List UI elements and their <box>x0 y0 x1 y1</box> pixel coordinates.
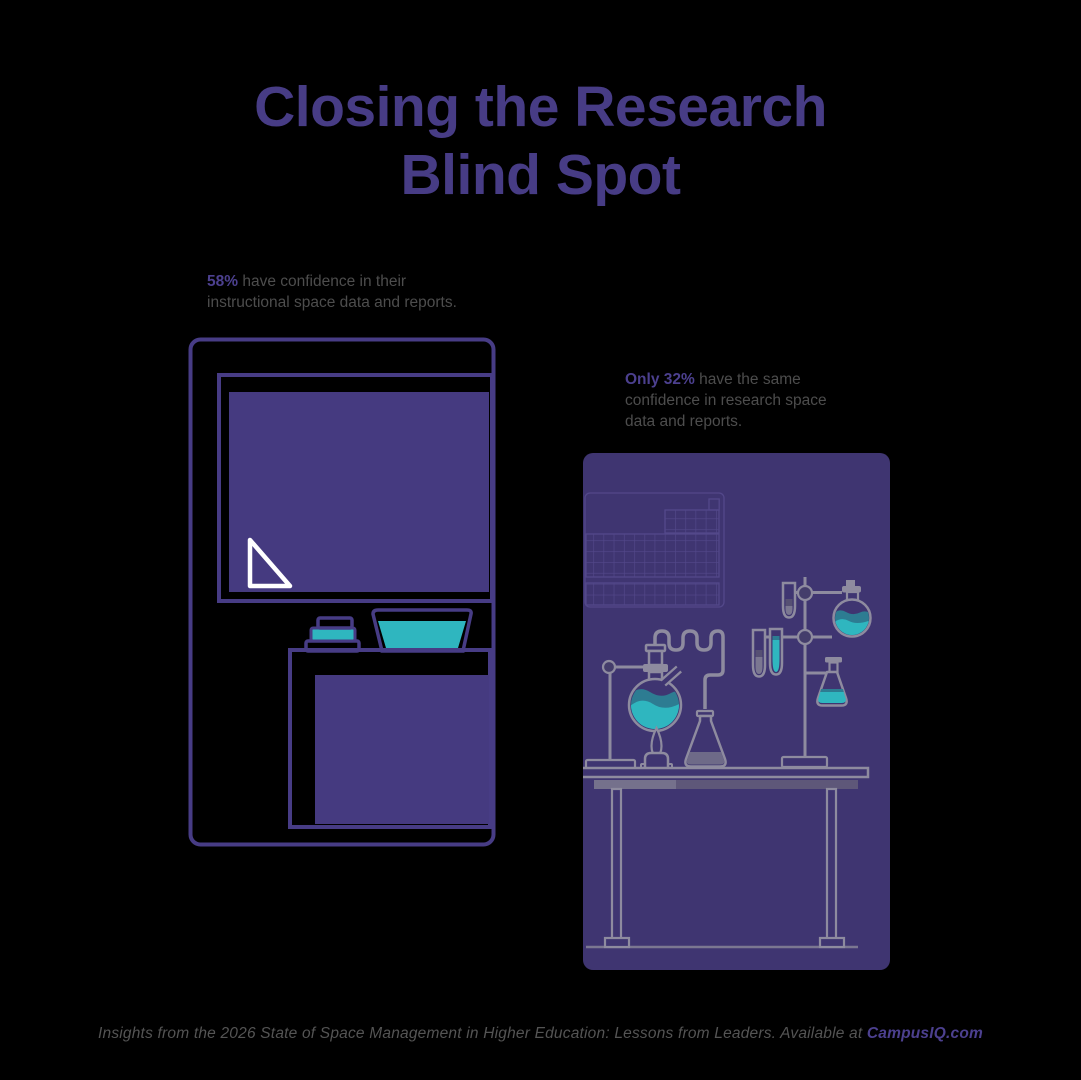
lab-stand <box>751 577 872 769</box>
book-stack-icon <box>304 616 361 653</box>
stat-research-value: Only 32% <box>625 371 695 388</box>
erlenmeyer-flask-icon <box>816 657 848 707</box>
desk-front-panel <box>315 675 489 824</box>
stand-joint <box>796 628 814 646</box>
tube-coil <box>653 629 725 709</box>
whiteboard-frame <box>217 373 494 603</box>
lab-bench <box>583 766 870 949</box>
stat-research-text: have the same confidence in research spa… <box>625 371 827 430</box>
lab-card <box>583 453 890 970</box>
research-space-illustration <box>583 453 890 970</box>
footer-citation: Insights from the 2026 State of Space Ma… <box>0 1025 1081 1043</box>
stat-instructional-value: 58% <box>207 273 239 290</box>
collection-flask-icon <box>684 709 727 768</box>
stand-joint <box>796 584 814 602</box>
stat-research: Only 32% have the same confidence in res… <box>625 370 847 432</box>
stat-instructional: 58% have confidence in their instruction… <box>207 272 482 314</box>
round-bottom-flask-icon <box>627 643 683 733</box>
instructional-space-illustration <box>188 337 496 847</box>
distillation-setup <box>584 629 727 771</box>
stand-knob <box>601 659 617 675</box>
storage-bin-icon <box>371 608 473 653</box>
footer-text: Insights from the 2026 State of Space Ma… <box>98 1025 867 1042</box>
stand-base <box>780 755 829 769</box>
set-square-icon <box>247 537 293 589</box>
test-tube-icon <box>781 581 797 619</box>
test-tube-pair-icon <box>751 627 784 678</box>
title-line-2: Blind Spot <box>400 142 681 207</box>
round-flask-icon <box>832 580 872 638</box>
stat-instructional-text: have confidence in their instructional s… <box>207 273 457 311</box>
title-line-1: Closing the Research <box>254 75 827 139</box>
periodic-table-icon <box>584 492 725 608</box>
campusiq-link[interactable]: CampusIQ.com <box>866 1025 983 1042</box>
whiteboard <box>229 392 489 592</box>
